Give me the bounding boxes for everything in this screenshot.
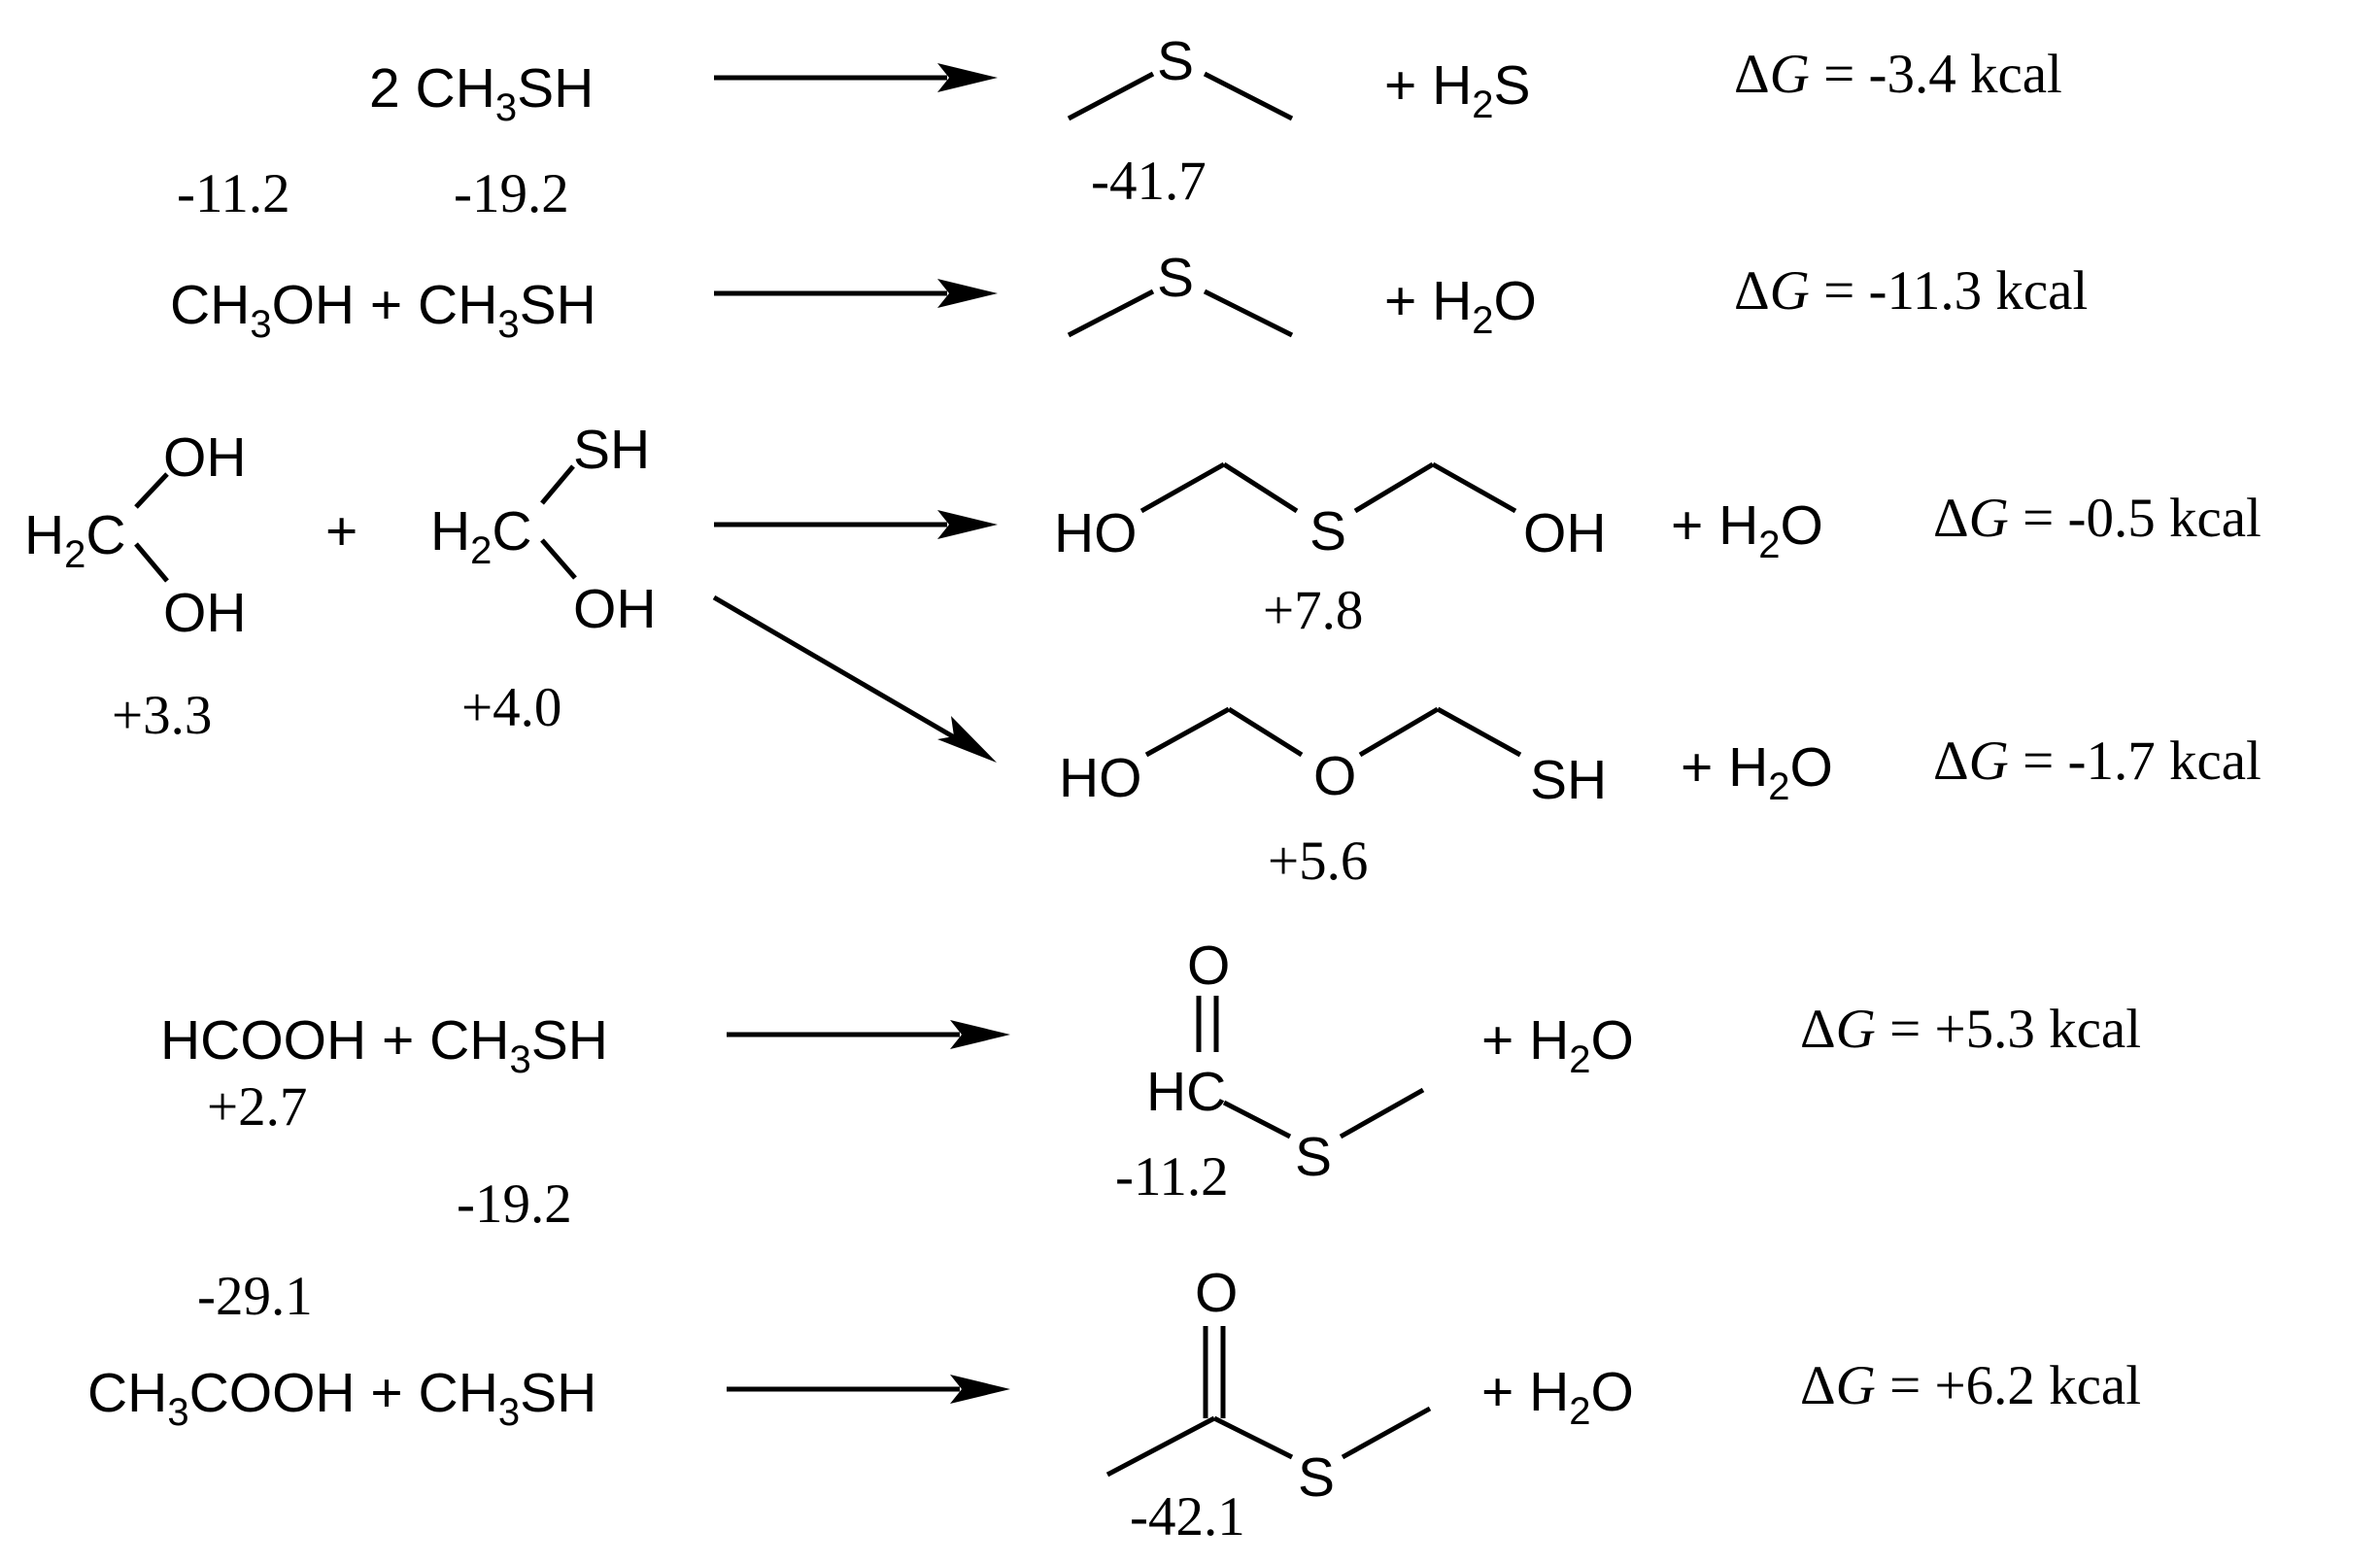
r3-m1-H2C: H2C	[24, 504, 126, 576]
r5-arrow	[727, 1375, 1010, 1404]
r3-m1-OH-top: OH	[163, 426, 247, 489]
r4-reactants: HCOOH + CH3SH	[160, 1009, 608, 1081]
r1-product-S: S	[1157, 30, 1194, 92]
reaction-3: OH H2C OH + SH H2C OH +3.3 +4.0 HO	[24, 419, 2261, 892]
r3-hydroxymethanethiol: SH H2C OH	[430, 419, 657, 640]
r3-arrow-1	[714, 510, 998, 539]
r4-plus-h2o: + H2O	[1481, 1009, 1634, 1081]
r4-p-S: S	[1295, 1126, 1332, 1188]
r3-product-1-thiodimethanol: HO S OH	[1054, 461, 1607, 564]
r4-delta-g: ΔG = +5.3 kcal	[1800, 999, 2141, 1060]
reaction-2: CH3OH + CH3SH S + H2O ΔG = -11.3 kcal	[170, 247, 2088, 346]
r5-plus-h2o: + H2O	[1481, 1361, 1634, 1433]
r3-p2-HO: HO	[1059, 747, 1142, 809]
r2-reactants: CH3OH + CH3SH	[170, 274, 596, 346]
r2-product-S: S	[1157, 247, 1194, 309]
r4-product-methyl-thioformate: O HC S	[1146, 935, 1425, 1188]
r3-energy-hydroxymethanethiol: +4.0	[461, 677, 561, 738]
r3-product-2-hydroxymethoxymethanethiol: HO O SH	[1059, 706, 1607, 811]
r3-m2-SH-top: SH	[573, 419, 650, 481]
r3-plus: +	[325, 500, 357, 562]
r2-plus-h2o: + H2O	[1384, 270, 1537, 342]
r5-delta-g: ΔG = +6.2 kcal	[1800, 1355, 2141, 1416]
r3-p1-delta-g: ΔG = -0.5 kcal	[1933, 488, 2261, 549]
r5-product-methyl-thioacetate: O S	[1105, 1262, 1432, 1509]
reaction-1: 2 CH3SH S + H2S ΔG = -3.4 kcal	[369, 30, 2062, 129]
r3-arrow-2	[712, 595, 997, 763]
r1-product-dimethyl-sulfide: S	[1067, 30, 1294, 121]
r3-m2-H2C: H2C	[430, 500, 532, 572]
r5-p-O: O	[1195, 1262, 1238, 1324]
energy-label-ch3oh: -11.2	[177, 163, 290, 224]
r3-energy-methanediol: +3.3	[112, 685, 212, 746]
r1-reactant: 2 CH3SH	[369, 57, 594, 129]
reaction-5: -29.1 CH3COOH + CH3SH O S -42.1 + H2O ΔG…	[87, 1262, 2141, 1547]
r1-plus-h2s: + H2S	[1384, 54, 1531, 126]
r3-methanediol: OH H2C OH	[24, 426, 247, 644]
energy-label-dms: -41.7	[1091, 151, 1207, 212]
r3-p1-OH: OH	[1523, 502, 1607, 564]
r4-energy-hcooh: +2.7	[207, 1076, 307, 1138]
r4-energy-product: -11.2	[1115, 1146, 1229, 1207]
r5-p-S: S	[1298, 1446, 1335, 1509]
r3-p2-SH: SH	[1530, 749, 1607, 811]
r3-p2-O: O	[1313, 745, 1356, 807]
r3-p1-plus-h2o: + H2O	[1671, 494, 1823, 566]
r5-energy-product: -42.1	[1130, 1486, 1245, 1547]
energy-label-ch3sh: -19.2	[454, 163, 569, 224]
r4-p-HC: HC	[1146, 1061, 1226, 1123]
r3-p2-plus-h2o: + H2O	[1681, 736, 1833, 808]
r3-p1-HO: HO	[1054, 502, 1138, 564]
r3-m2-OH-bot: OH	[573, 578, 657, 640]
r3-p1-S: S	[1309, 500, 1346, 562]
r5-energy-acetic-acid: -29.1	[197, 1266, 313, 1327]
r2-arrow	[714, 279, 998, 308]
r4-energy-ch3sh: -19.2	[457, 1173, 572, 1235]
r2-delta-g: ΔG = -11.3 kcal	[1734, 260, 2088, 322]
r1-arrow	[714, 63, 998, 92]
r4-p-O: O	[1187, 935, 1230, 997]
r3-p2-energy: +5.6	[1268, 831, 1368, 892]
r1-delta-g: ΔG = -3.4 kcal	[1734, 44, 2062, 105]
reaction-4: HCOOH + CH3SH +2.7 -19.2 O HC S -11.2 + …	[160, 935, 2141, 1235]
r4-arrow	[727, 1020, 1010, 1049]
r3-p1-energy: +7.8	[1263, 580, 1363, 641]
r2-product-dimethyl-sulfide: S	[1067, 247, 1294, 338]
r3-p2-delta-g: ΔG = -1.7 kcal	[1933, 731, 2261, 792]
r5-reactants: CH3COOH + CH3SH	[87, 1362, 596, 1434]
r3-m1-OH-bot: OH	[163, 582, 247, 644]
